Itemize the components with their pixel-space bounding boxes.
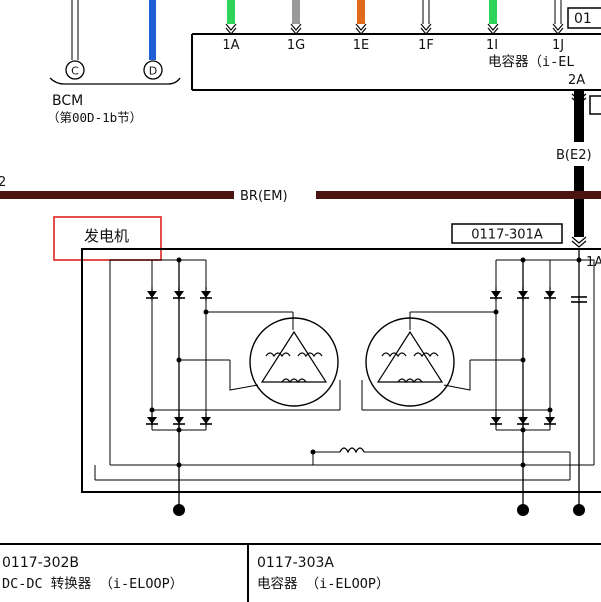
bottom-box-302b-id: 0117-302B (2, 555, 79, 571)
wire-1a-green (227, 0, 235, 24)
generator-connector-box (451, 223, 563, 244)
generator-title-highlight (53, 216, 162, 261)
bcm-pin-c: C (71, 65, 79, 78)
generator-connector-id: 0117-301A (471, 228, 543, 243)
wire-br-em-label: BR(EM) (240, 189, 288, 204)
bottom-box-303a-name: 电容器 （i-ELOOP） (257, 575, 390, 592)
generator-body: 1A (81, 248, 601, 516)
wire-b-e2: B(E2) (556, 90, 601, 237)
left-stator (249, 317, 339, 407)
connector-id-box (567, 7, 601, 29)
wire-1g-gray (292, 0, 300, 24)
connector-pin-1f: 1F (418, 38, 434, 53)
bottom-box-303a-id: 0117-303A (257, 555, 334, 571)
bcm-section: C D BCM （第00D-1b节） (47, 0, 181, 125)
connector-name-partial: 电容器（i-EL (488, 53, 575, 70)
bottom-connectors: 0117-302B DC-DC 转换器 （i-ELOOP） 0117-303A … (0, 543, 601, 602)
bcm-pin-d-circle (143, 60, 163, 80)
wire-b-e2-label: B(E2) (556, 148, 592, 163)
generator-title: 发电机 (84, 227, 129, 245)
bcm-sub-label: （第00D-1b节） (47, 110, 142, 125)
right-rectifier (361, 257, 557, 516)
wire-left-fragment: 2 (0, 175, 6, 190)
bcm-pin-c-circle (65, 60, 85, 80)
field-coil (310, 447, 571, 480)
top-connector: 1A 1G 1E 1F 1I 1J 01 电容器（i-EL 2A (191, 0, 601, 91)
bottom-box-302b-name: DC-DC 转换器 （i-ELOOP） (2, 576, 183, 592)
bcm-bracket (49, 77, 181, 85)
wire-br-em: BR(EM) 2 (0, 175, 601, 204)
connector-pin-1a: 1A (222, 38, 239, 53)
connector-pin-1i: 1I (486, 38, 498, 53)
connector-pin-2a: 2A (568, 73, 585, 88)
connector-pin-1g: 1G (287, 38, 305, 53)
bcm-wire-blue (149, 0, 156, 60)
output-capacitor (571, 249, 587, 516)
bcm-label: BCM (52, 93, 83, 109)
connector-pin-1e: 1E (353, 38, 370, 53)
connector-id-partial: 01 (574, 11, 592, 27)
left-rectifier (145, 257, 341, 516)
wire-1i-green (489, 0, 497, 24)
bcm-pin-d: D (149, 65, 157, 78)
wire-1e-orange (357, 0, 365, 24)
right-stator (365, 317, 455, 407)
connector-pin-1j: 1J (552, 38, 564, 53)
